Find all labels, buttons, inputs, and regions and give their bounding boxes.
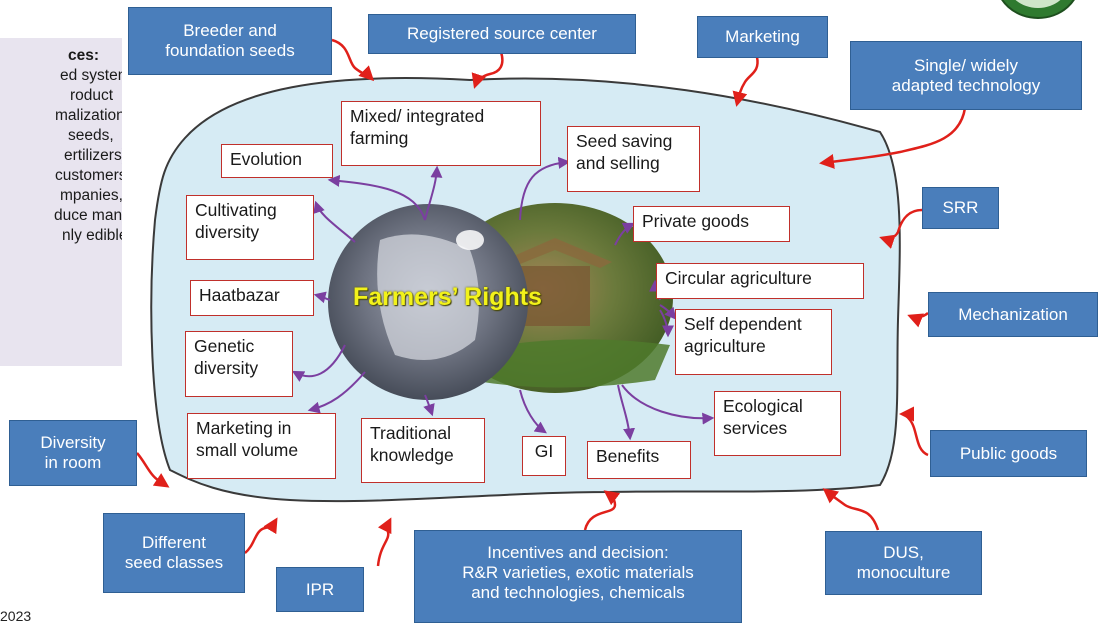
farmer-figure [377,234,479,360]
sidebar-line: malization [55,107,122,124]
ecological-services-box: Ecological services [714,391,841,456]
sidebar-line: mpanies, [60,187,122,204]
farmers-rights-title: Farmers’ Rights [353,283,542,311]
seed-saving-selling-box: Seed saving and selling [567,126,700,192]
traditional-knowledge-box: Traditional knowledge [361,418,485,483]
marketing-small-volume-box: Marketing in small volume [187,413,336,479]
genetic-diversity-box: Genetic diversity [185,331,293,397]
diversity-in-room-box: Diversity in room [9,420,137,486]
purple-arrow-cultivating [313,200,356,243]
left-sidebar-panel: ces: ed system, roduct malization seeds,… [0,38,122,366]
hut-wall [520,266,590,326]
sidebar-line: duce many [54,207,122,224]
circular-agriculture-box: Circular agriculture [656,263,864,299]
purple-arrow-selfdep [659,309,674,338]
arrow-mechanization [907,311,929,328]
arrow-incentives [583,490,621,531]
sidebar-line: nly edible [62,227,122,244]
ipr-box: IPR [276,567,364,612]
logo-emblem [1001,0,1075,19]
marketing-box: Marketing [697,16,828,58]
dus-monoculture-box: DUS, monoculture [825,531,982,595]
sidebar-line: customers [55,167,122,184]
private-goods-box: Private goods [633,206,790,242]
purple-arrow-haatbazar [313,291,331,304]
arrow-registered [471,51,504,89]
sidebar-line: roduct [70,87,114,104]
purple-arrow-benefits [617,384,636,441]
gi-box: GI [522,436,566,476]
year-fragment: 2023 [0,608,32,624]
cultivating-diversity-box: Cultivating diversity [186,195,314,260]
arrow-ipr [376,517,392,567]
arrow-diversity-room [136,452,170,488]
incentives-decision-box: Incentives and decision: R&R varieties, … [414,530,742,623]
haatbazar-box: Haatbazar [190,280,314,316]
arrow-breeder [331,38,375,82]
purple-arrow-evolution [327,174,426,221]
purple-arrow-traditional [423,394,435,417]
arrow-public [899,406,929,457]
srr-box: SRR [922,187,999,229]
purple-arrow-gi [519,389,547,434]
registered-source-center-box: Registered source center [368,14,636,54]
public-goods-box: Public goods [930,430,1087,477]
mechanization-box: Mechanization [928,292,1098,337]
arrow-marketing [732,56,759,107]
sidebar-line: ertilizers) [64,147,122,164]
arrow-single [819,107,967,169]
purple-arrow-seedsaving [519,156,571,221]
single-widely-adapted-technology-box: Single/ widely adapted technology [850,41,1082,110]
sidebar-line: seeds, [68,127,114,144]
farmer-hat [456,230,484,250]
sidebar-heading: ces: [68,47,100,64]
arrow-srr [879,208,923,249]
mixed-integrated-farming-box: Mixed/ integrated farming [341,101,541,166]
arrow-different [244,517,278,554]
breeder-foundation-seeds-box: Breeder and foundation seeds [128,7,332,75]
purple-arrow-mixed [424,165,443,221]
evolution-box: Evolution [221,144,333,178]
sidebar-line: ed system, [60,67,122,84]
benefits-box: Benefits [587,441,691,479]
purple-arrow-genetic [291,344,346,382]
purple-arrow-selfdep2 [659,304,677,320]
purple-arrow-marketingsmall [307,371,366,414]
arrow-dus [822,488,880,531]
self-dependent-agriculture-box: Self dependent agriculture [675,309,832,375]
hut-roof [500,238,612,268]
different-seed-classes-box: Different seed classes [103,513,245,593]
purple-arrow-private [614,222,636,246]
purple-arrow-ecological [621,384,715,425]
